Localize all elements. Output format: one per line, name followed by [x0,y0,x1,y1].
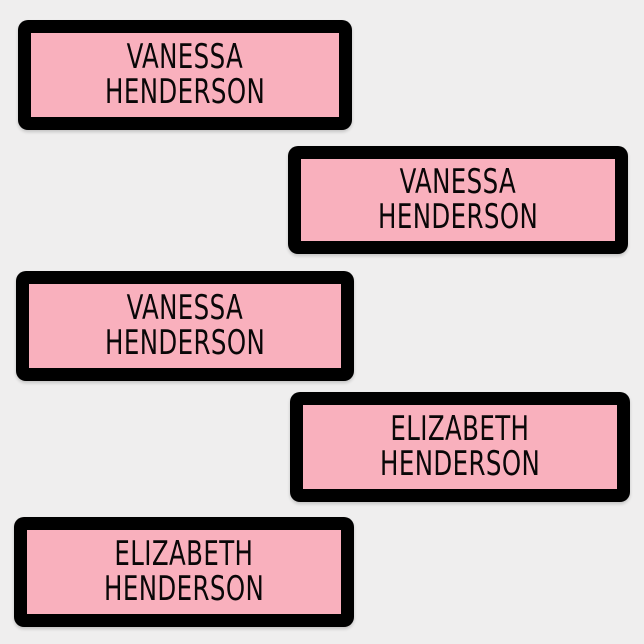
name-label-4[interactable]: ELIZABETH HENDERSON [290,392,630,502]
name-label-5[interactable]: ELIZABETH HENDERSON [14,517,354,627]
name-label-1-first-name: VANESSA [126,37,244,77]
name-label-3[interactable]: VANESSA HENDERSON [16,271,354,381]
name-label-3-last-name: HENDERSON [104,323,266,363]
name-label-5-last-name: HENDERSON [103,569,265,609]
name-label-1[interactable]: VANESSA HENDERSON [18,20,352,130]
name-label-2-last-name: HENDERSON [377,197,539,237]
name-label-4-first-name: ELIZABETH [390,409,530,449]
name-label-4-face: ELIZABETH HENDERSON [303,405,617,489]
name-label-2[interactable]: VANESSA HENDERSON [288,146,628,254]
name-label-5-first-name: ELIZABETH [114,534,254,574]
name-label-2-first-name: VANESSA [399,162,517,202]
name-label-1-last-name: HENDERSON [104,72,266,112]
name-label-5-face: ELIZABETH HENDERSON [27,530,341,614]
name-label-3-face: VANESSA HENDERSON [29,284,341,368]
name-label-1-face: VANESSA HENDERSON [31,33,339,117]
name-label-3-first-name: VANESSA [126,288,244,328]
name-label-2-face: VANESSA HENDERSON [301,159,615,241]
name-label-4-last-name: HENDERSON [379,444,541,484]
